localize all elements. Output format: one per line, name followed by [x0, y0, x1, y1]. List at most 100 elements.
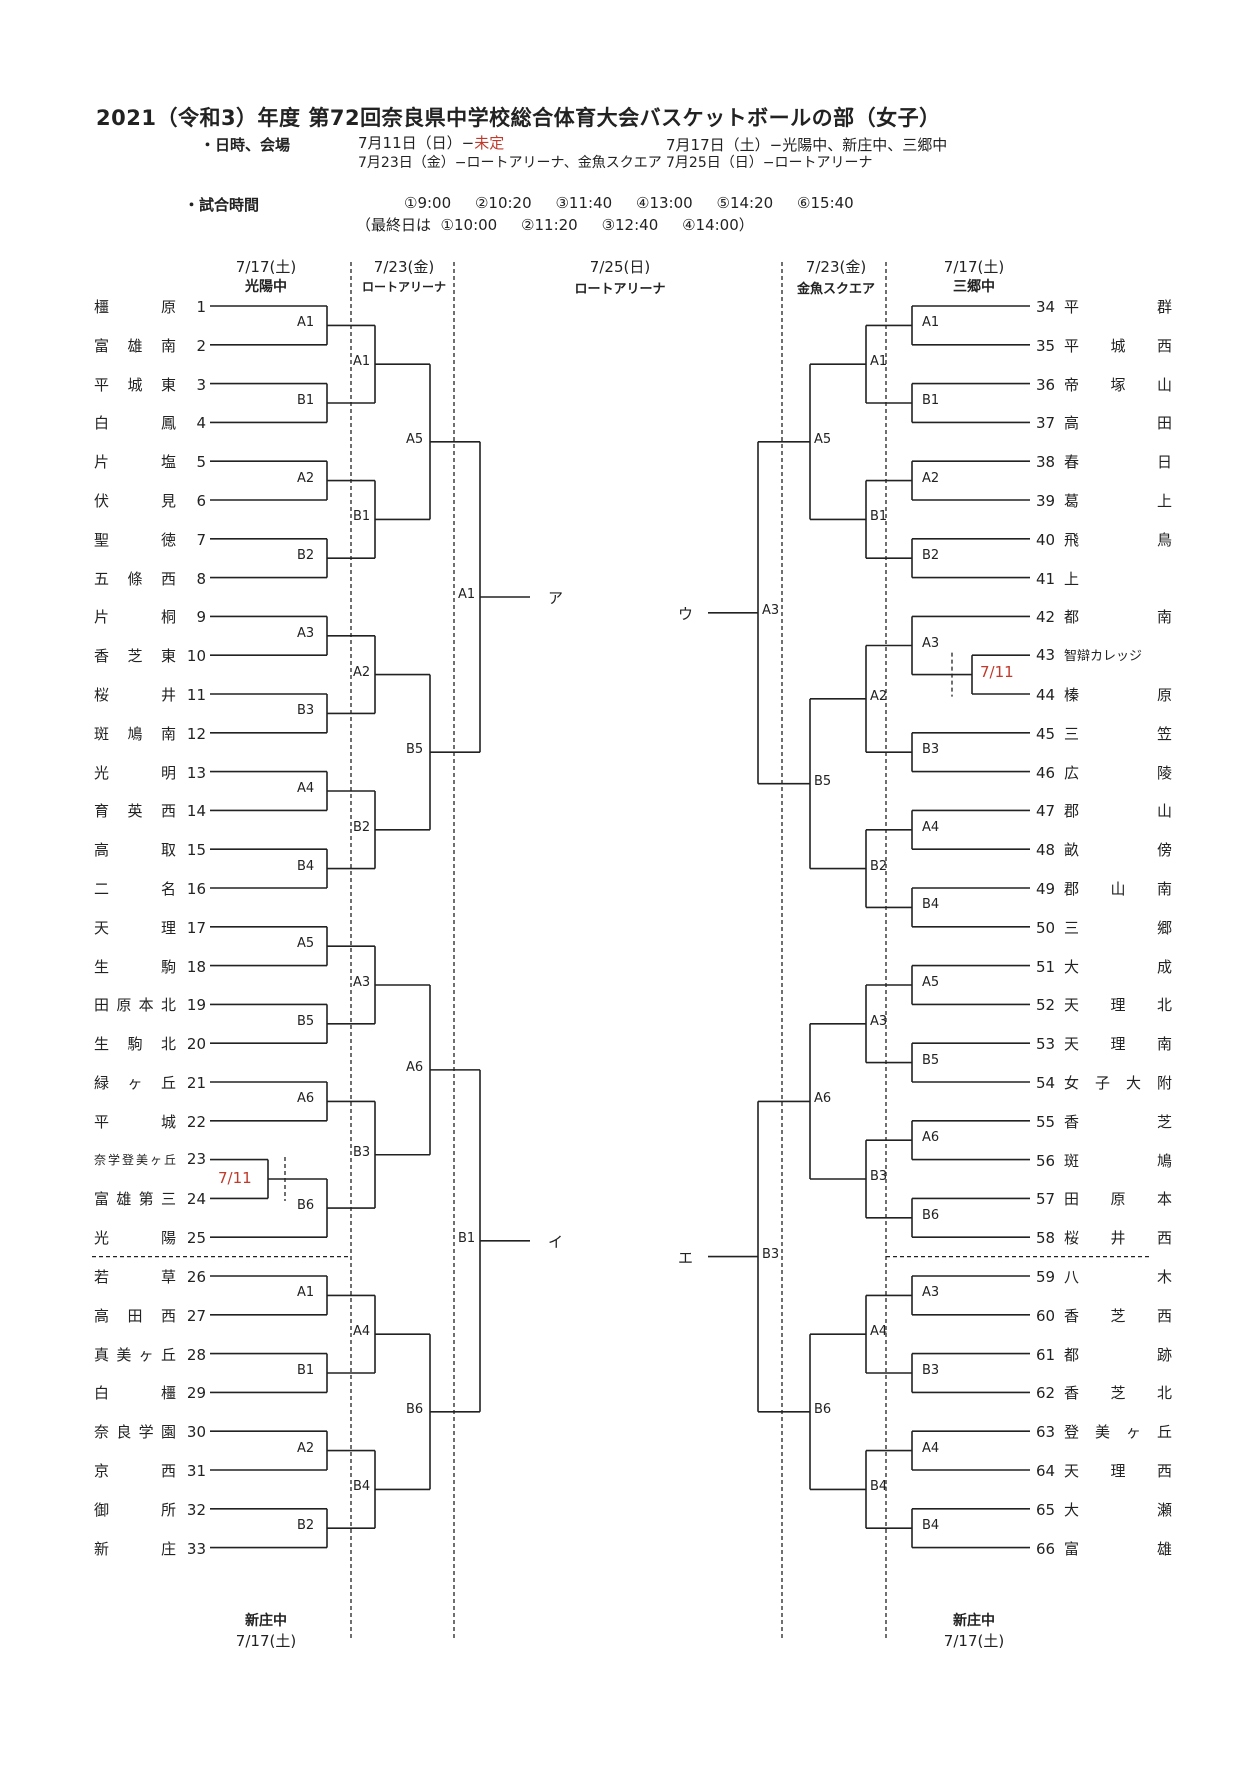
team-name: 育英西: [94, 802, 176, 821]
left-r3-date: 7/23(金): [373, 258, 435, 276]
left-team-row: 奈良学園 30: [94, 1421, 206, 1442]
right-r1-label: A1: [922, 315, 940, 331]
team-name: 高取: [94, 841, 176, 860]
team-name: 高田西: [94, 1306, 176, 1325]
team-name: 香芝西: [1064, 1306, 1172, 1325]
left-r2-label: A1: [353, 354, 371, 370]
right-r1-label: A3: [922, 635, 940, 651]
team-number: 41: [1036, 569, 1056, 588]
team-name: 広陵: [1064, 763, 1172, 782]
team-name: 伏見: [94, 492, 176, 510]
team-name: 緑ヶ丘: [94, 1074, 176, 1092]
left-final-label: ア: [548, 589, 564, 607]
team-number: 21: [186, 1074, 206, 1092]
team-name: 畝傍: [1064, 841, 1172, 860]
team-name: 三笠: [1064, 724, 1172, 743]
left-r3-label: B5: [406, 742, 424, 758]
team-name: 登美ヶ丘: [1064, 1423, 1172, 1442]
right-r2-label: A2: [870, 688, 888, 704]
bottom-left-date: 7/17(土): [235, 1632, 297, 1650]
team-number: 64: [1036, 1462, 1056, 1480]
team-name: 橿原: [94, 298, 176, 316]
bottom-right-venue: 新庄中: [953, 1613, 995, 1629]
left-r1-label: A2: [297, 470, 315, 486]
team-number: 4: [196, 414, 206, 433]
team-number: 30: [186, 1423, 206, 1442]
team-name: 天理西: [1064, 1462, 1172, 1480]
right-r2-label: B1: [870, 509, 888, 525]
team-number: 40: [1036, 530, 1056, 549]
right-team-row: 47 郡山: [1036, 800, 1172, 821]
team-number: 20: [186, 1035, 206, 1054]
team-name: 光陽: [94, 1229, 176, 1248]
team-number: 47: [1036, 802, 1056, 821]
team-name: 天理: [94, 918, 176, 937]
left-r1-label: A4: [297, 781, 315, 796]
team-name: 天理北: [1064, 996, 1172, 1015]
team-number: 61: [1036, 1345, 1056, 1364]
team-name: 三郷: [1064, 918, 1172, 937]
left-r3-venue: ロートアリーナ: [361, 280, 447, 294]
left-team-row: 緑ヶ丘 21: [94, 1072, 206, 1093]
left-r2-label: B2: [353, 819, 371, 835]
right-r1-label: A4: [922, 819, 940, 835]
team-number: 31: [186, 1462, 206, 1480]
left-final-label: イ: [548, 1232, 564, 1251]
team-name: 富雄第三: [94, 1190, 176, 1209]
team-name: 京西: [94, 1462, 176, 1480]
right-r2-label: B4: [870, 1479, 888, 1495]
final-date: 7/25(日): [589, 258, 651, 276]
team-name: 田原本北: [94, 996, 176, 1015]
team-number: 63: [1036, 1423, 1056, 1442]
team-name: 光明: [94, 763, 176, 782]
team-number: 29: [186, 1384, 206, 1403]
right-r2-label: B3: [870, 1169, 888, 1184]
team-number: 3: [196, 375, 206, 394]
team-number: 23: [186, 1149, 206, 1168]
date-4: 7月25日（日）−ロートアリーナ: [666, 155, 873, 171]
team-number: 56: [1036, 1151, 1056, 1170]
team-name: 生駒: [94, 957, 176, 976]
left-r2-label: B4: [353, 1479, 371, 1495]
right-r2-label: B2: [870, 858, 888, 874]
right-r3-label: A5: [814, 431, 832, 447]
team-name: 郡山: [1064, 802, 1172, 821]
right-r3-label: B6: [814, 1401, 832, 1417]
left-r3-label: A5: [406, 431, 424, 447]
team-name: 五條西: [94, 569, 176, 588]
left-r3-label: B6: [406, 1401, 424, 1417]
team-name: 香芝: [1064, 1112, 1172, 1131]
team-name: 女子大附: [1064, 1074, 1172, 1092]
right-r1-label: B4: [922, 1518, 940, 1534]
team-name: 白鳳: [94, 414, 176, 433]
team-name: 奈良学園: [94, 1423, 176, 1442]
